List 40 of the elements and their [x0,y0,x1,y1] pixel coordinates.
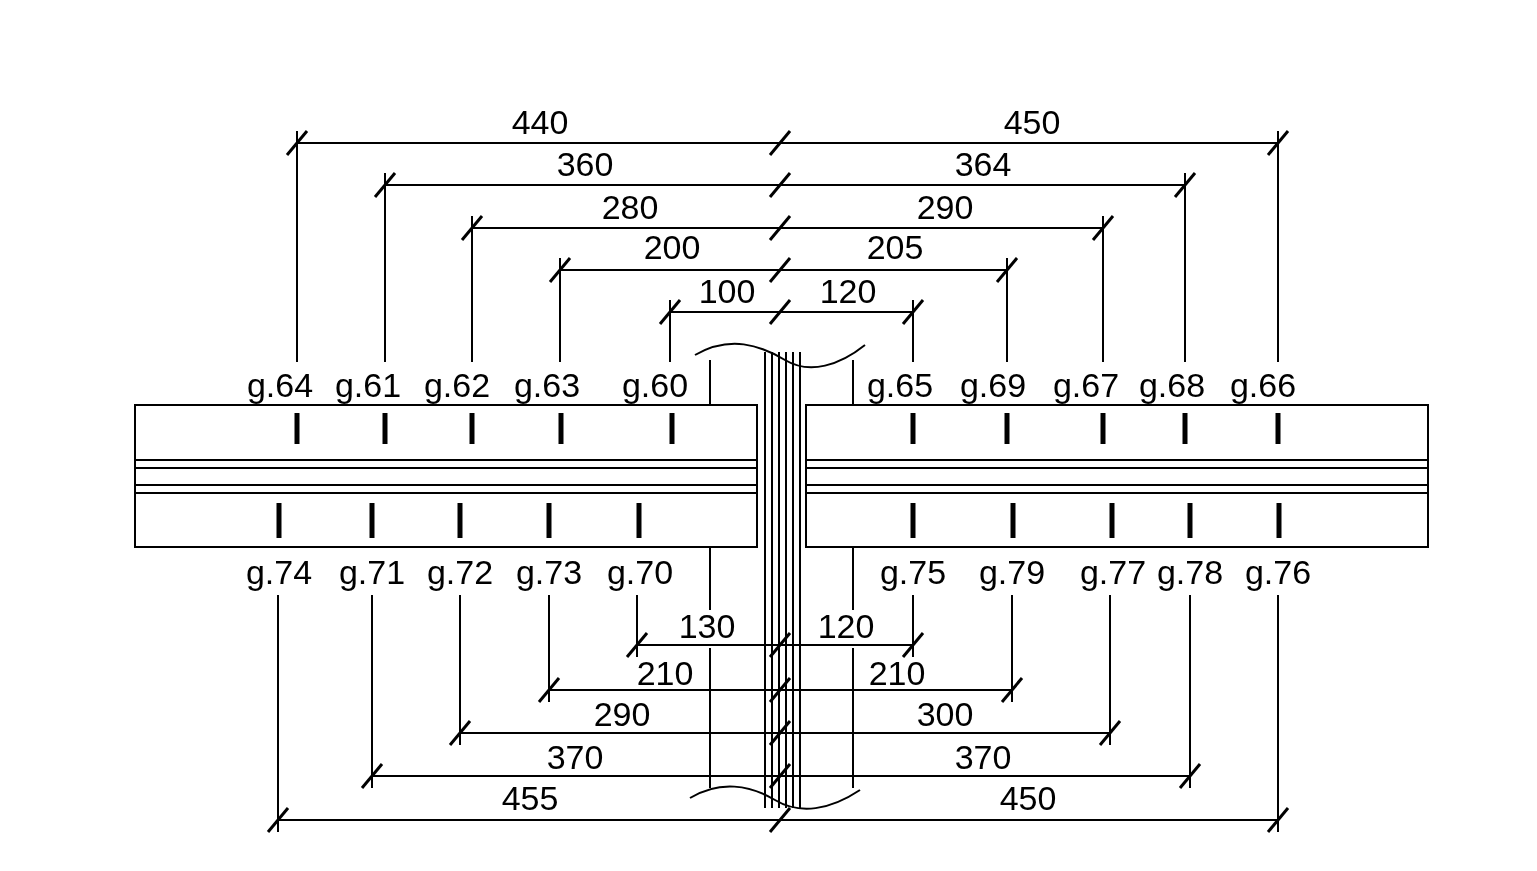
dimension-value: 370 [954,738,1012,776]
gauge-label: g.77 [1079,553,1147,591]
dimension-value: 290 [916,188,974,226]
gauge-label: g.72 [426,553,494,591]
dimension-value: 455 [501,779,559,817]
dimension-value: 290 [593,695,651,733]
dimension-value: 450 [1003,103,1061,141]
dimension-value: 200 [643,228,701,266]
gauge-label: g.78 [1156,553,1224,591]
gauge-label: g.74 [245,553,313,591]
gauge-label: g.68 [1138,366,1206,404]
dimension-value: 360 [556,145,614,183]
gauge-label: g.70 [606,553,674,591]
gauge-label: g.61 [334,366,402,404]
dimension-value: 300 [916,695,974,733]
dimension-value: 130 [678,607,736,645]
dimension-value: 440 [511,103,569,141]
dimension-value: 280 [601,188,659,226]
dimension-value: 205 [866,228,924,266]
gauge-label: g.63 [513,366,581,404]
gauge-label: g.79 [978,553,1046,591]
dimension-value: 364 [954,145,1012,183]
dimension-value: 450 [999,779,1057,817]
gauge-label: g.65 [866,366,934,404]
dimension-value: 120 [817,607,875,645]
gauge-label: g.69 [959,366,1027,404]
gauge-label: g.60 [621,366,689,404]
gauge-label: g.67 [1052,366,1120,404]
dimension-value: 120 [819,272,877,310]
gauge-label: g.62 [423,366,491,404]
dimension-value: 100 [698,272,756,310]
gauge-label: g.75 [879,553,947,591]
dimension-value: 210 [868,654,926,692]
gauge-label: g.73 [515,553,583,591]
gauge-label: g.66 [1229,366,1297,404]
gauge-label: g.71 [338,553,406,591]
gauge-label: g.64 [246,366,314,404]
gauge-label: g.76 [1244,553,1312,591]
dimension-value: 210 [636,654,694,692]
dimension-value: 370 [546,738,604,776]
